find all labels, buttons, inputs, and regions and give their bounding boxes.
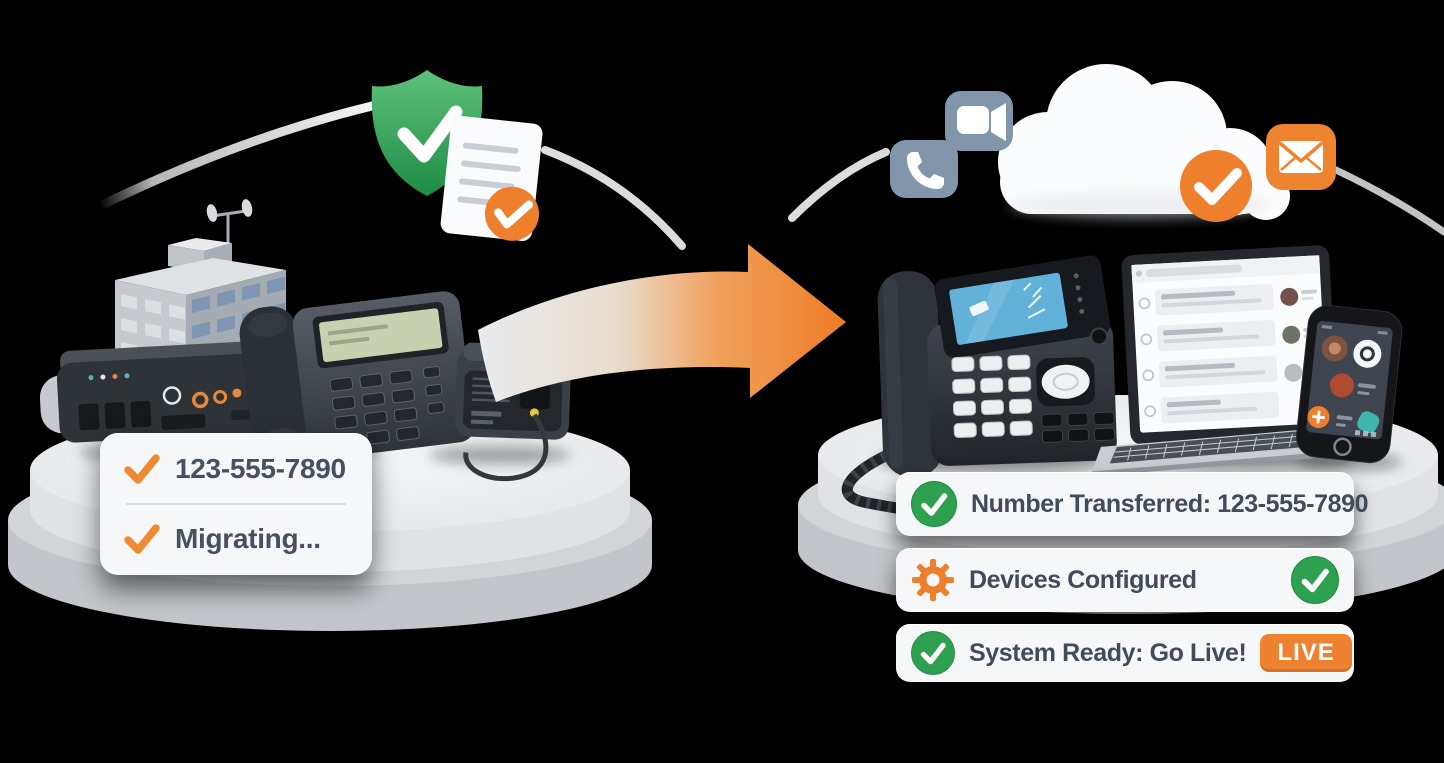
status-row-migrating: Migrating...: [124, 523, 348, 555]
green-check-circle-icon: [1291, 556, 1339, 604]
green-check-circle-icon: [911, 631, 955, 675]
document-check-icon: [440, 115, 543, 241]
laptop: [1092, 245, 1364, 477]
live-badge: LIVE: [1260, 634, 1352, 672]
number-transferred-label: Number Transferred: 123-555-7890: [971, 489, 1369, 518]
green-check-circle-icon: [911, 481, 957, 527]
orange-check-icon: [124, 524, 160, 554]
migration-status-card: 123-555-7890 Migrating...: [100, 433, 372, 575]
connection-arc-right: [1332, 166, 1444, 236]
connection-arc-left: [95, 101, 377, 211]
phone-number-label: 123-555-7890: [175, 453, 346, 484]
mail-app-icon: [1266, 124, 1336, 190]
connection-arc-mid: [541, 146, 890, 250]
status-card-system-ready: System Ready: Go Live! LIVE: [896, 624, 1354, 682]
status-row-number: 123-555-7890: [124, 453, 348, 485]
system-ready-label: System Ready: Go Live!: [969, 638, 1247, 667]
migration-arrow: [478, 244, 846, 402]
phone-app-icon: [890, 140, 958, 198]
orange-gear-icon: [911, 558, 955, 602]
check-badge-icon: [1180, 150, 1252, 222]
orange-check-icon: [124, 454, 160, 484]
status-card-number-transferred: Number Transferred: 123-555-7890: [896, 472, 1369, 536]
status-card-devices-configured: Devices Configured: [896, 548, 1354, 612]
ip-desk-phone: [841, 255, 1117, 519]
migrating-label: Migrating...: [175, 523, 321, 554]
devices-configured-label: Devices Configured: [969, 565, 1197, 594]
smartphone: [1295, 305, 1403, 464]
video-app-icon: [945, 91, 1013, 151]
divider: [126, 503, 346, 505]
